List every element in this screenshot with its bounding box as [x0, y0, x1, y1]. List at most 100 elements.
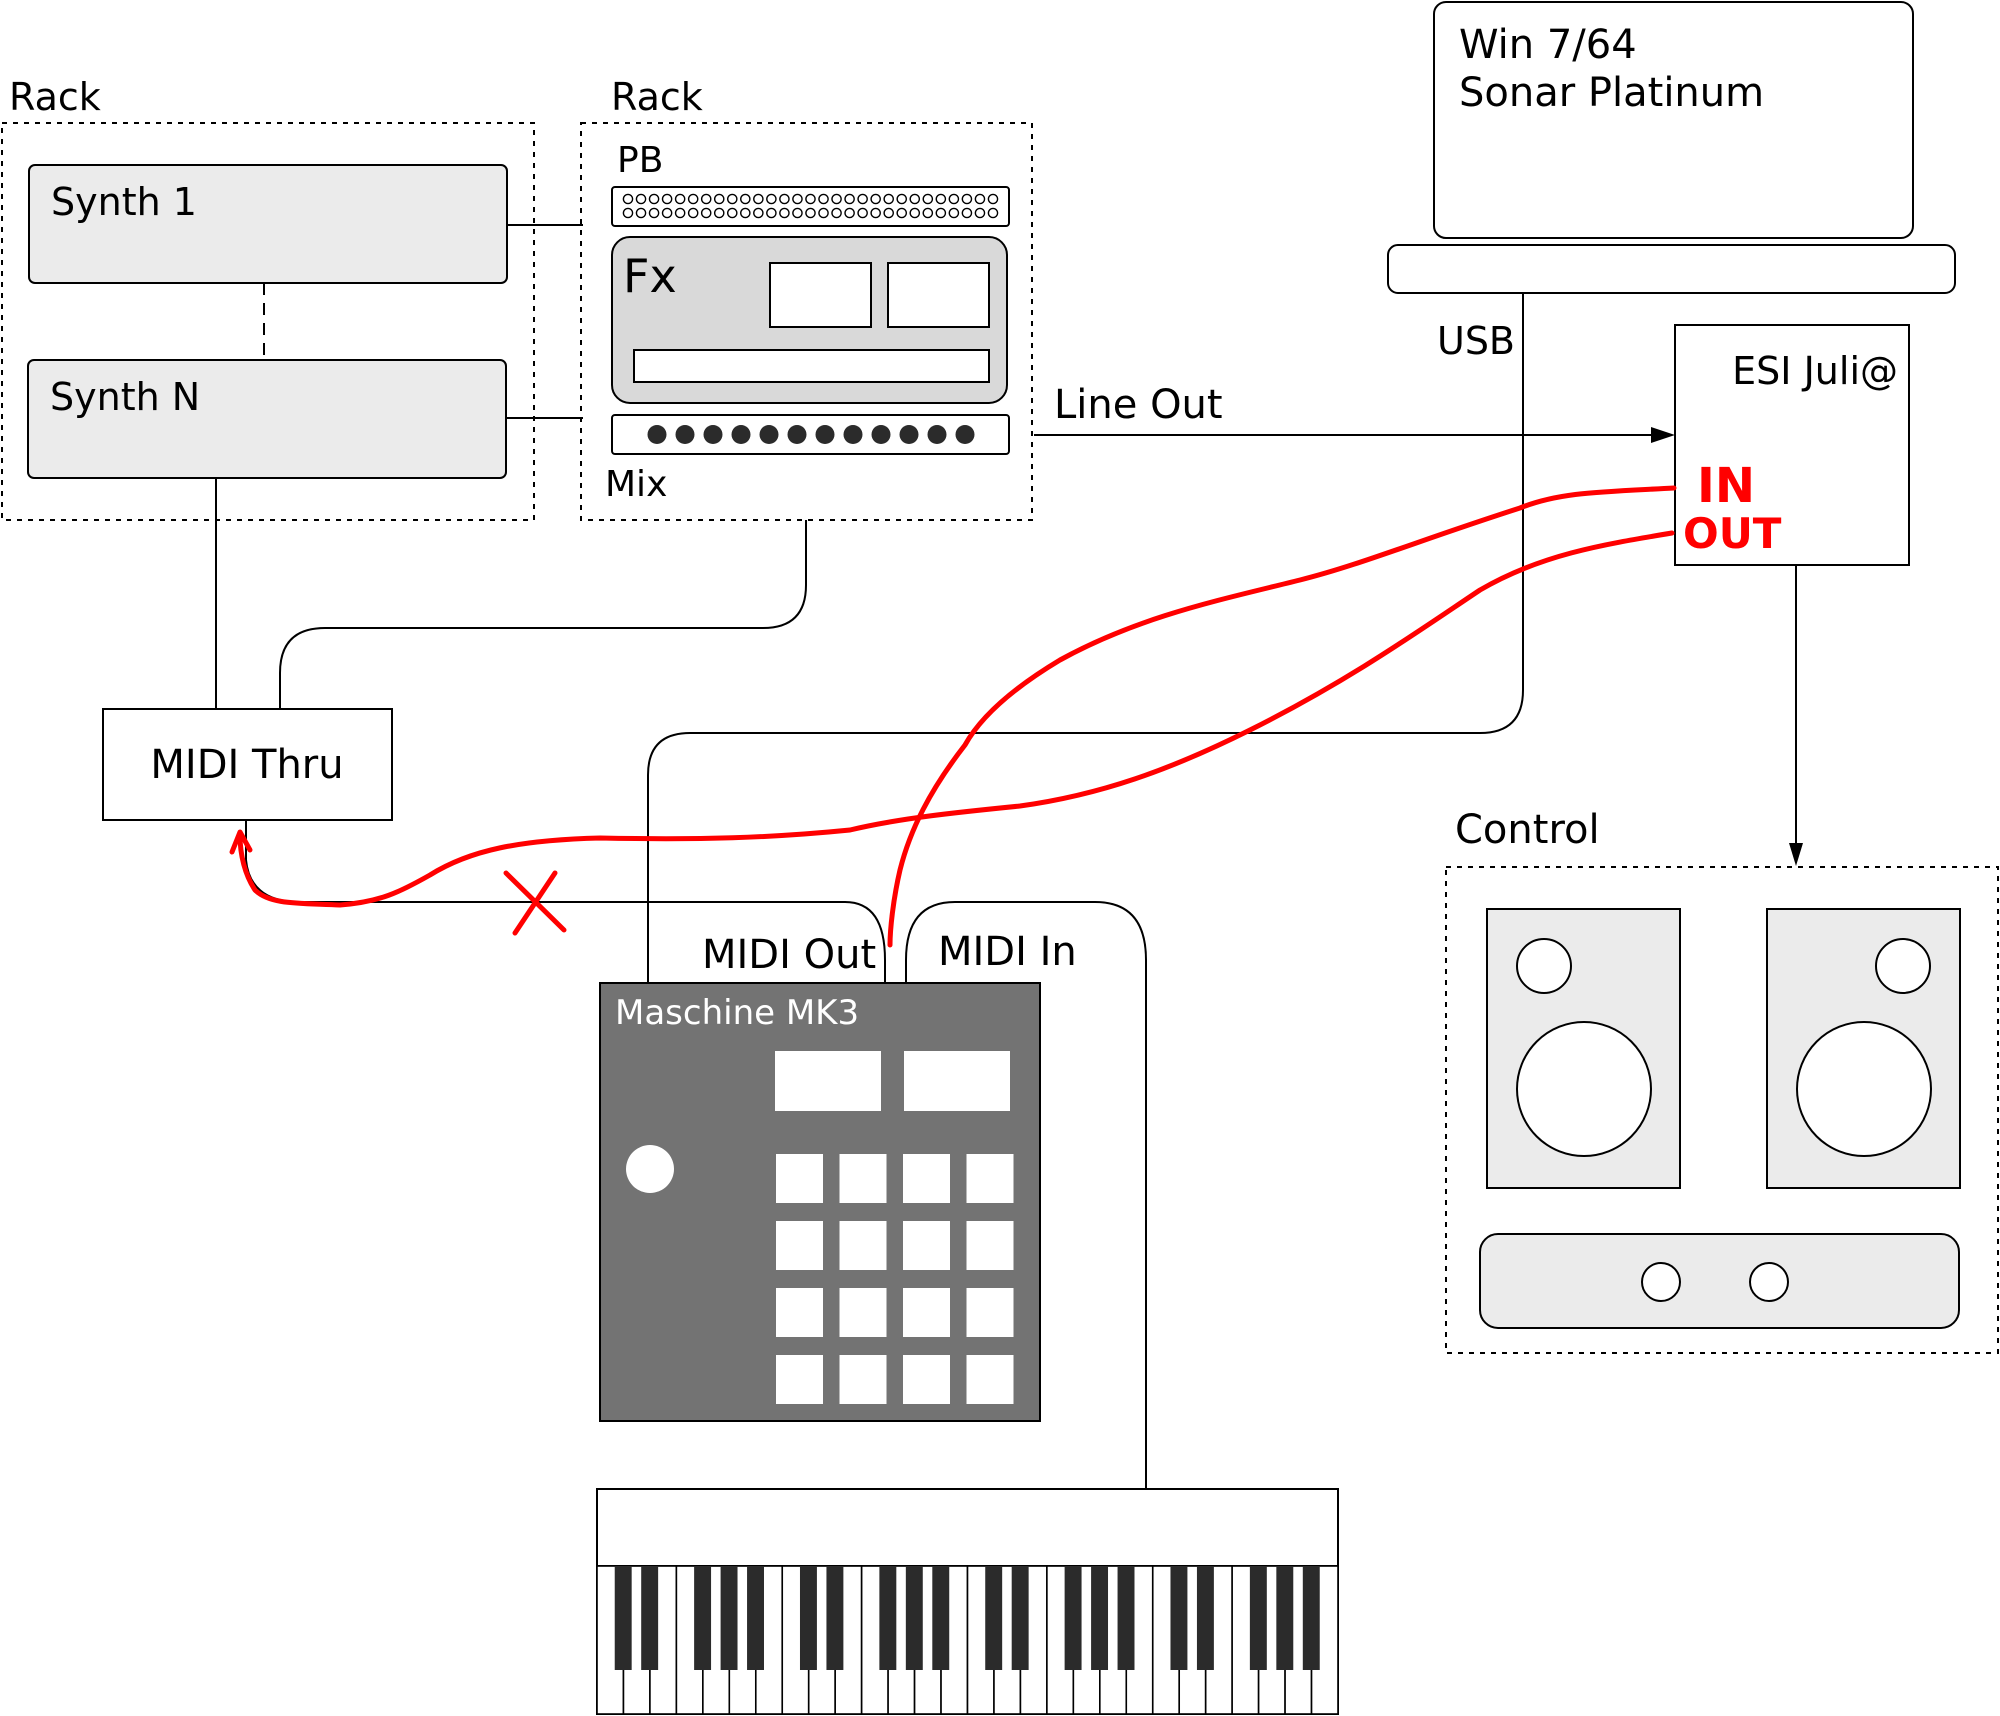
maschine-pad[interactable] [966, 1221, 1014, 1270]
audio-interface[interactable]: ESI Juli@ [1674, 324, 1910, 566]
mixer-knob[interactable] [647, 425, 667, 444]
patchbay-jack[interactable] [753, 207, 764, 219]
patchbay-jack[interactable] [922, 193, 934, 205]
mixer-knob[interactable] [871, 425, 891, 444]
maschine-pad[interactable] [903, 1355, 950, 1404]
mixer-knob[interactable] [815, 425, 835, 444]
black-key[interactable] [799, 1566, 817, 1670]
computer-monitor[interactable]: Win 7/64 Sonar Platinum [1433, 1, 1914, 239]
black-key[interactable] [1011, 1566, 1029, 1670]
mixer-knob[interactable] [787, 425, 807, 444]
patchbay-jack[interactable] [661, 207, 673, 219]
black-key[interactable] [747, 1566, 764, 1670]
patchbay-jack[interactable] [713, 207, 725, 219]
midi-keyboard[interactable] [596, 1488, 1339, 1715]
patchbay-jack[interactable] [687, 207, 699, 219]
maschine-pad[interactable] [776, 1154, 823, 1203]
patchbay-jack[interactable] [753, 193, 764, 205]
patchbay-jack[interactable] [883, 193, 895, 205]
patchbay-jack[interactable] [948, 193, 960, 205]
patchbay-jack[interactable] [726, 193, 738, 205]
maschine-pad[interactable] [903, 1221, 950, 1270]
patchbay-jack[interactable] [622, 193, 634, 205]
patchbay-jack[interactable] [766, 193, 777, 205]
mixer-knob[interactable] [703, 425, 723, 444]
patchbay-jack[interactable] [622, 207, 634, 219]
patchbay-jack[interactable] [648, 207, 660, 219]
patchbay-jack[interactable] [922, 207, 934, 219]
black-key[interactable] [879, 1566, 897, 1670]
patchbay-jack[interactable] [700, 193, 712, 205]
maschine-pad[interactable] [776, 1221, 823, 1270]
fx-unit[interactable]: Fx [611, 236, 1008, 404]
patchbay-jack[interactable] [870, 207, 881, 219]
mixer[interactable] [611, 414, 1010, 455]
synth-n[interactable]: Synth N [27, 359, 507, 479]
patchbay-jack[interactable] [870, 193, 881, 205]
patchbay-jack[interactable] [844, 193, 855, 205]
black-key[interactable] [694, 1566, 712, 1670]
volume-knob[interactable] [1641, 1262, 1681, 1302]
patchbay-jack[interactable] [713, 193, 725, 205]
black-key[interactable] [1302, 1566, 1320, 1670]
patchbay-jack[interactable] [883, 207, 895, 219]
patchbay-jack[interactable] [909, 193, 921, 205]
black-key[interactable] [614, 1566, 632, 1670]
black-key[interactable] [905, 1566, 923, 1670]
patchbay-jack[interactable] [844, 207, 855, 219]
patchbay-jack[interactable] [818, 193, 829, 205]
black-key[interactable] [720, 1566, 738, 1670]
patchbay-jack[interactable] [831, 193, 842, 205]
mixer-knob[interactable] [843, 425, 863, 444]
patchbay-jack[interactable] [935, 193, 947, 205]
patchbay-jack[interactable] [635, 193, 647, 205]
patchbay-jack[interactable] [792, 207, 803, 219]
black-key[interactable] [826, 1566, 844, 1670]
synth-1[interactable]: Synth 1 [28, 164, 508, 284]
maschine-pad[interactable] [966, 1154, 1014, 1203]
black-key[interactable] [932, 1566, 950, 1670]
patchbay-jack[interactable] [831, 207, 842, 219]
patchbay-jack[interactable] [779, 207, 790, 219]
monitor-controller[interactable] [1479, 1233, 1960, 1329]
patchbay-jack[interactable] [805, 207, 816, 219]
midi-thru-box[interactable]: MIDI Thru [102, 708, 393, 821]
black-key[interactable] [1117, 1566, 1135, 1670]
patchbay-jack[interactable] [700, 207, 712, 219]
patchbay-jack[interactable] [987, 193, 999, 205]
black-key[interactable] [1276, 1566, 1294, 1670]
black-key[interactable] [1091, 1566, 1109, 1670]
patchbay-jack[interactable] [857, 193, 868, 205]
mixer-knob[interactable] [759, 425, 779, 444]
patchbay-jack[interactable] [740, 207, 751, 219]
patchbay-jack[interactable] [857, 207, 868, 219]
patchbay-jack[interactable] [635, 207, 647, 219]
mixer-knob[interactable] [927, 425, 947, 444]
maschine-controller[interactable]: Maschine MK3 [599, 982, 1041, 1422]
patchbay-jack[interactable] [674, 207, 686, 219]
black-key[interactable] [1196, 1566, 1214, 1670]
mixer-knob[interactable] [955, 425, 975, 444]
patchbay-jack[interactable] [805, 193, 816, 205]
patchbay-jack[interactable] [648, 193, 660, 205]
volume-knob[interactable] [1749, 1262, 1789, 1302]
maschine-encoder-knob[interactable] [626, 1145, 674, 1193]
patchbay-jack[interactable] [961, 207, 973, 219]
patchbay-jack[interactable] [687, 193, 699, 205]
patchbay-jack[interactable] [674, 193, 686, 205]
patchbay-jack[interactable] [818, 207, 829, 219]
patchbay-jack[interactable] [766, 207, 777, 219]
mixer-knob[interactable] [731, 425, 751, 444]
patchbay-jack[interactable] [661, 193, 673, 205]
patchbay-jack[interactable] [961, 193, 973, 205]
maschine-pad[interactable] [966, 1355, 1014, 1404]
patchbay-jack[interactable] [896, 193, 908, 205]
maschine-pad[interactable] [903, 1288, 950, 1337]
maschine-pad[interactable] [903, 1154, 950, 1203]
mixer-knob[interactable] [675, 425, 695, 444]
maschine-pad[interactable] [839, 1355, 887, 1404]
maschine-pad[interactable] [839, 1221, 887, 1270]
maschine-pad[interactable] [966, 1288, 1014, 1337]
maschine-pad[interactable] [776, 1355, 823, 1404]
patchbay-jack[interactable] [779, 193, 790, 205]
